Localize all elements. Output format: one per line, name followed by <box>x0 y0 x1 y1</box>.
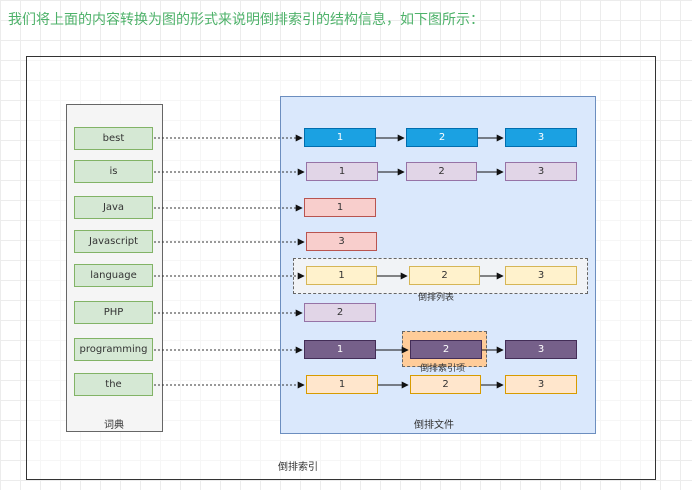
term-the: the <box>74 373 153 396</box>
posting-language-1: 1 <box>306 266 377 285</box>
posting-language-2: 2 <box>409 266 480 285</box>
inverted-index-label: 倒排索引 <box>278 462 318 473</box>
posting-the-1: 1 <box>306 375 378 394</box>
posting-is-1: 1 <box>306 162 378 181</box>
dictionary-label: 词典 <box>104 420 124 431</box>
posting-is-2: 2 <box>406 162 477 181</box>
posting-the-3: 3 <box>505 375 577 394</box>
term-programming: programming <box>74 338 153 361</box>
posting-list-label: 倒排列表 <box>418 293 455 303</box>
posting-programming-1: 1 <box>304 340 376 359</box>
posting-language-3: 3 <box>505 266 577 285</box>
posting-item-label: 倒排索引项 <box>420 364 466 374</box>
posting-php-1: 2 <box>304 303 376 322</box>
posting-java-1: 1 <box>304 198 376 217</box>
term-is: is <box>74 160 153 183</box>
term-best: best <box>74 127 153 150</box>
posting-javascript-1: 3 <box>306 232 377 251</box>
posting-is-3: 3 <box>505 162 577 181</box>
posting-best-3: 3 <box>505 128 577 147</box>
posting-the-2: 2 <box>410 375 481 394</box>
caption: 我们将上面的内容转换为图的形式来说明倒排索引的结构信息，如下图所示： <box>8 12 484 28</box>
posting-best-2: 2 <box>406 128 478 147</box>
posting-best-1: 1 <box>304 128 376 147</box>
term-java: Java <box>74 196 153 219</box>
inverted-file-label: 倒排文件 <box>414 420 454 431</box>
term-language: language <box>74 264 153 287</box>
posting-programming-2: 2 <box>410 340 482 359</box>
term-javascript: Javascript <box>74 230 153 253</box>
term-php: PHP <box>74 301 153 324</box>
posting-programming-3: 3 <box>505 340 577 359</box>
